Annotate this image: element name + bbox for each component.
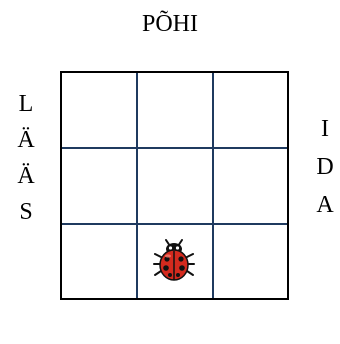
west-letter: L [16, 86, 36, 122]
grid-line-horizontal [62, 223, 287, 225]
compass-north-label: PÕHI [0, 12, 340, 36]
grid-line-horizontal [62, 147, 287, 149]
east-letter: A [315, 186, 335, 224]
compass-west-label: L Ä Ä S [16, 86, 36, 230]
ladybug-icon [150, 237, 198, 285]
east-letter: D [315, 148, 335, 186]
west-letter: Ä [16, 122, 36, 158]
east-letter: I [315, 110, 335, 148]
west-letter: S [16, 194, 36, 230]
grid-line-vertical [136, 73, 138, 298]
compass-east-label: I D A [315, 110, 335, 224]
grid-line-vertical [212, 73, 214, 298]
west-letter: Ä [16, 158, 36, 194]
